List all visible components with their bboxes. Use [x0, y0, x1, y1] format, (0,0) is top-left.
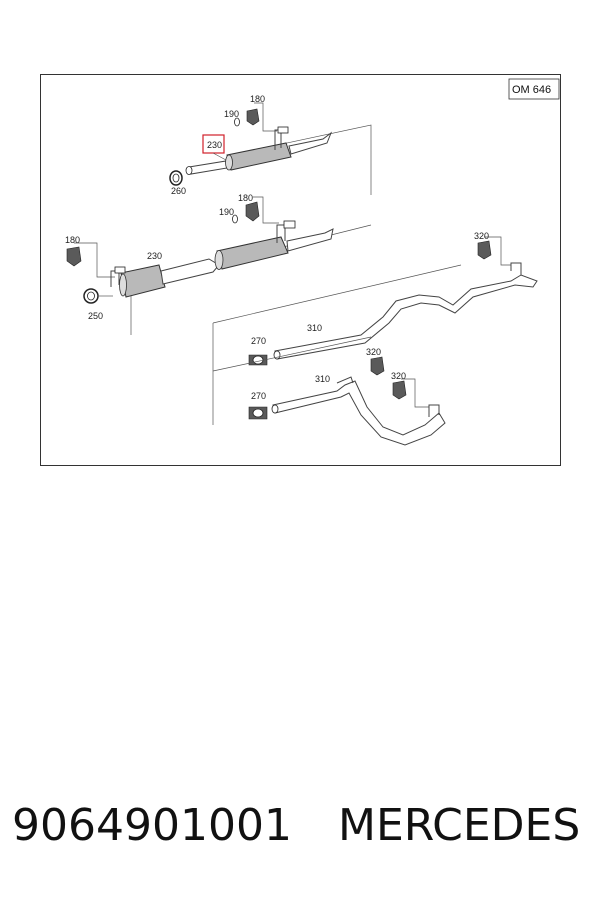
rubber-mount-180-top[interactable]	[246, 108, 260, 126]
assembly-top: 180 190 230 260	[169, 94, 372, 196]
rubber-mount-320-right[interactable]	[477, 240, 492, 260]
pre-silencer[interactable]	[120, 264, 166, 298]
assembly-lower: 320 270 310 320 320 310 270	[212, 231, 538, 446]
label-260: 260	[171, 186, 186, 196]
tail-pipe-long-top[interactable]	[274, 274, 538, 360]
assembly-middle: 180 190 180 230 250	[65, 193, 372, 335]
rubber-mount-180-left[interactable]	[66, 246, 82, 267]
label-270-bottom: 270	[251, 391, 266, 401]
tail-pipe-middle	[286, 228, 334, 252]
label-180-middle: 180	[238, 193, 253, 203]
engine-code-label: OM 646	[512, 84, 551, 96]
exploded-diagram: OM 646	[40, 74, 561, 466]
clamp-260[interactable]	[169, 170, 183, 186]
part-number: 9064901001	[12, 800, 292, 851]
exhaust-system-drawing: OM 646	[65, 78, 560, 446]
label-250: 250	[88, 311, 103, 321]
connecting-pipe	[160, 258, 220, 285]
label-190-top: 190	[224, 109, 239, 119]
engine-code-box: OM 646	[508, 78, 560, 100]
label-180-left: 180	[65, 235, 80, 245]
seal-270-bottom[interactable]	[248, 406, 268, 420]
rubber-mount-320-low[interactable]	[392, 380, 407, 400]
label-320-top: 320	[474, 231, 489, 241]
label-320-low: 320	[391, 371, 406, 381]
label-310-bottom[interactable]: 310	[315, 374, 330, 384]
inlet-pipe-top	[188, 160, 228, 175]
ring-190-top[interactable]	[234, 117, 240, 127]
label-320-mid: 320	[366, 347, 381, 357]
label-310-top[interactable]: 310	[307, 323, 322, 333]
tail-pipe-long-bottom[interactable]	[272, 380, 446, 446]
label-230-middle[interactable]: 230	[147, 251, 162, 261]
product-footer: 9064901001 MERCEDES	[12, 800, 588, 864]
ring-190-middle[interactable]	[232, 214, 238, 224]
clamp-250[interactable]	[83, 288, 99, 304]
label-230-highlighted[interactable]: 230	[207, 140, 222, 150]
label-190-middle: 190	[219, 207, 234, 217]
outlet-pipe-top	[288, 131, 333, 155]
brand-name: MERCEDES	[338, 800, 581, 851]
label-270-top: 270	[251, 336, 266, 346]
label-180-top: 180	[250, 94, 265, 104]
rubber-mount-180-middle[interactable]	[245, 201, 260, 222]
rubber-mount-320-mid[interactable]	[370, 356, 385, 376]
